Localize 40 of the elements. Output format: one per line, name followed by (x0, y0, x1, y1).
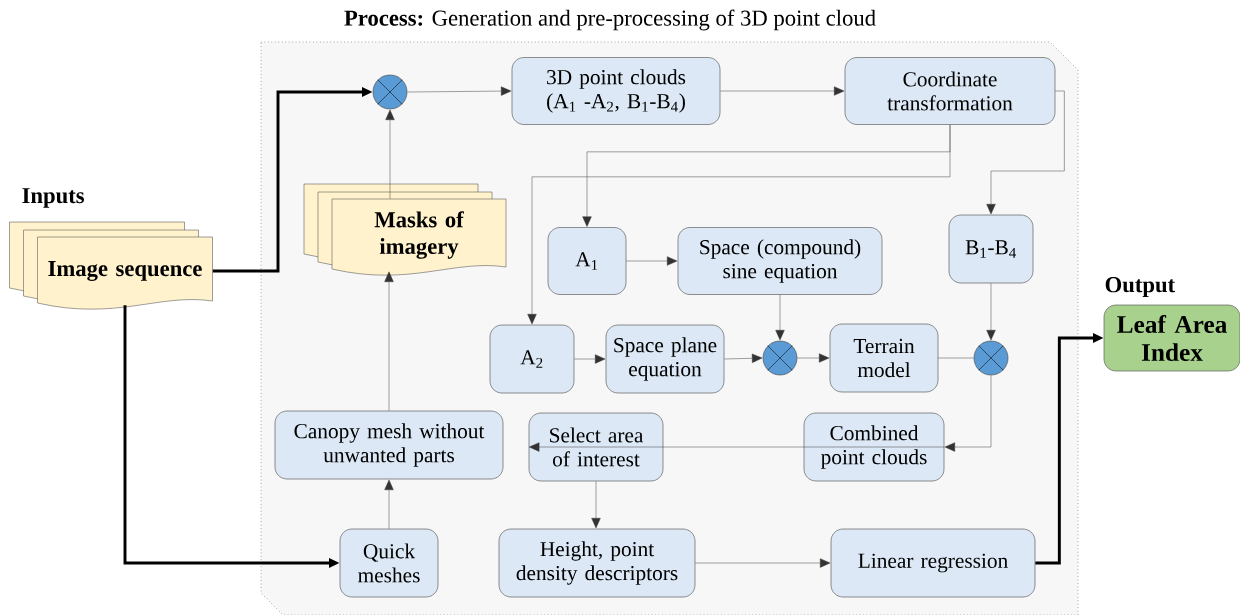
arrow (986, 283, 996, 341)
arrow (724, 353, 763, 363)
process-box: Combined point clouds (803, 412, 945, 482)
process-box: Space (compound) sine equation (677, 227, 883, 295)
arrow (944, 375, 992, 452)
arrow (574, 354, 606, 364)
arrow (797, 353, 830, 363)
process-box: 3D point clouds (A$_{1}$ -A$_{2}$, B$_{1}$-B$_{4}$) (511, 57, 721, 125)
arrow (986, 90, 1065, 215)
arrow (591, 481, 601, 529)
output-box: Leaf Area Index (1103, 304, 1240, 372)
arrow (720, 86, 845, 96)
junction-circle (973, 340, 1009, 376)
process-box: A$_{1}$ (547, 227, 627, 295)
arrow (626, 256, 678, 266)
junction-circle (762, 340, 798, 376)
process-box: Quick meshes (339, 528, 439, 598)
document-stack: Masks of imagery (303, 183, 507, 276)
process-box: Space plane equation (605, 324, 725, 394)
arrow (695, 558, 831, 568)
process-box: Coordinate transformation (844, 57, 1056, 125)
document-stack: Image sequence (9, 221, 213, 310)
process-box: A$_{2}$ (489, 324, 575, 394)
process-box: Linear regression (830, 528, 1036, 598)
arrow (775, 294, 785, 341)
heading-label: Output (1105, 277, 1176, 297)
process-box: B$_{1}$-B$_{4}$ (948, 214, 1034, 284)
arrow (385, 109, 395, 199)
process-box: Height, point density descriptors (498, 528, 696, 598)
arrow (384, 479, 394, 529)
panel-title: Process: Generation and pre-processing of 3D point cloud (344, 9, 876, 31)
arrow (527, 124, 951, 325)
junction-circle (372, 74, 408, 110)
arrow (384, 271, 394, 411)
process-box: Terrain model (829, 323, 939, 393)
process-box: Select area of interest (528, 412, 664, 482)
arrow (407, 86, 512, 96)
arrow (529, 442, 945, 452)
heading-label: Inputs (22, 188, 85, 208)
process-box: Canopy mesh without unwanted parts (274, 410, 504, 480)
